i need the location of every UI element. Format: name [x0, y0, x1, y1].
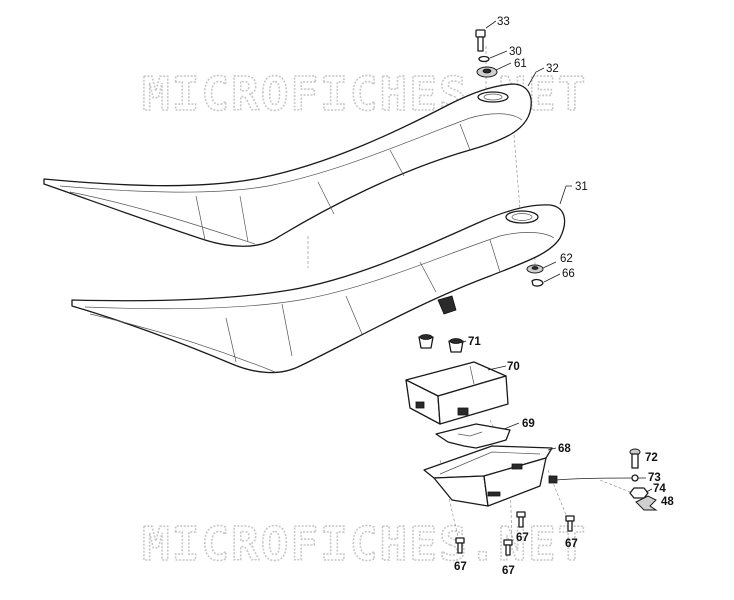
callout-48: 48 — [661, 496, 674, 508]
screw-part-67-c — [516, 511, 526, 528]
clip-part-48 — [635, 495, 658, 511]
callout-70: 70 — [507, 361, 520, 373]
leader-lines — [460, 20, 653, 493]
bolt-part-33 — [475, 29, 486, 52]
screw-part-67-a — [455, 537, 465, 554]
clip-part-66 — [531, 278, 544, 287]
callout-72: 72 — [645, 452, 658, 464]
callout-67-b: 67 — [502, 565, 515, 577]
screw-part-67-b — [503, 539, 513, 556]
bolt-part-72 — [629, 448, 641, 469]
callout-68: 68 — [558, 443, 571, 455]
callout-67-a: 67 — [454, 561, 467, 573]
screw-part-67-d — [565, 515, 575, 532]
cable-part-73 — [548, 474, 639, 484]
pad-part-69 — [435, 423, 511, 449]
callout-71: 71 — [468, 336, 481, 348]
callout-labels: 33 30 61 32 31 62 66 71 70 69 68 72 73 7… — [454, 16, 674, 577]
grommet-part-61 — [476, 66, 498, 78]
callout-62: 62 — [560, 253, 573, 265]
callout-32: 32 — [546, 63, 559, 75]
callout-67-d: 67 — [565, 538, 578, 550]
callout-74: 74 — [653, 483, 666, 495]
callout-30: 30 — [509, 46, 522, 58]
callout-33: 33 — [497, 16, 510, 28]
seat-lower-part-31 — [71, 204, 566, 374]
nut-part-74 — [629, 487, 649, 499]
washer-part-30 — [478, 55, 490, 63]
battery-tray-part-68 — [423, 445, 553, 507]
battery-part-70 — [405, 361, 509, 425]
grommet-part-62 — [526, 264, 544, 274]
callout-67-c: 67 — [516, 532, 529, 544]
terminals-part-71 — [418, 334, 464, 353]
callout-66: 66 — [562, 268, 575, 280]
callout-69: 69 — [522, 418, 535, 430]
callout-73: 73 — [648, 472, 661, 484]
callout-61: 61 — [514, 58, 527, 70]
callout-31: 31 — [575, 181, 588, 193]
seat-upper-part-32 — [43, 83, 532, 247]
